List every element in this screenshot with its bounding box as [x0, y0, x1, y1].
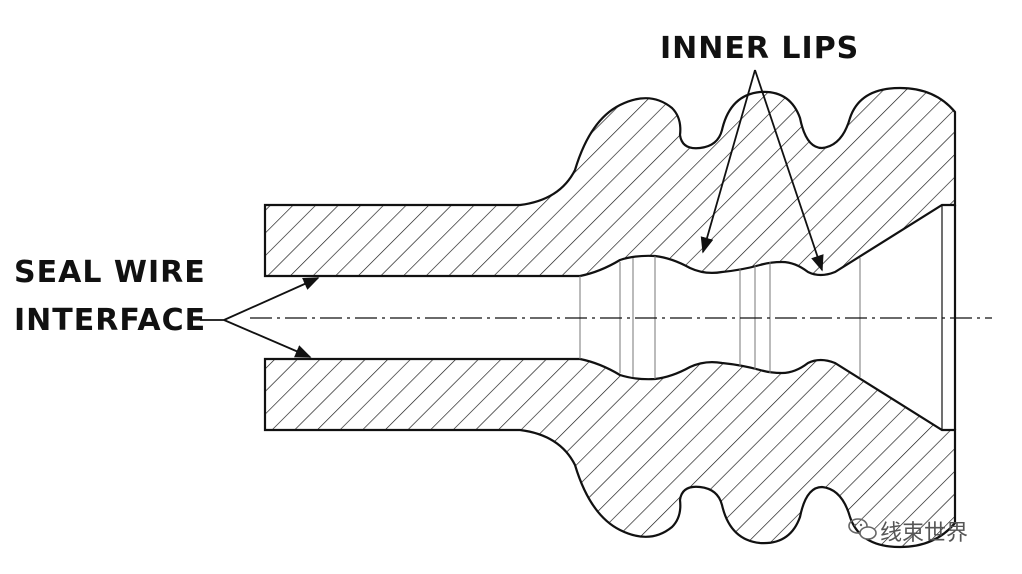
wechat-icon	[848, 518, 877, 540]
inner-lips-leader-left	[700, 69, 756, 254]
watermark: 线束世界	[848, 518, 968, 546]
watermark-text: 线束世界	[880, 521, 968, 546]
inner-lips-leader-right	[754, 69, 824, 272]
seal-body-upper	[263, 86, 957, 278]
seal-body-lower	[263, 357, 957, 549]
seal-wire-leader-lower	[223, 319, 312, 358]
seal-wire-label-line2: INTERFACE	[14, 303, 206, 338]
inner-lips-label: INNER LIPS	[660, 31, 859, 66]
seal-wire-label-line1: SEAL WIRE	[14, 255, 206, 290]
seal-wire-leader-upper	[223, 277, 320, 321]
